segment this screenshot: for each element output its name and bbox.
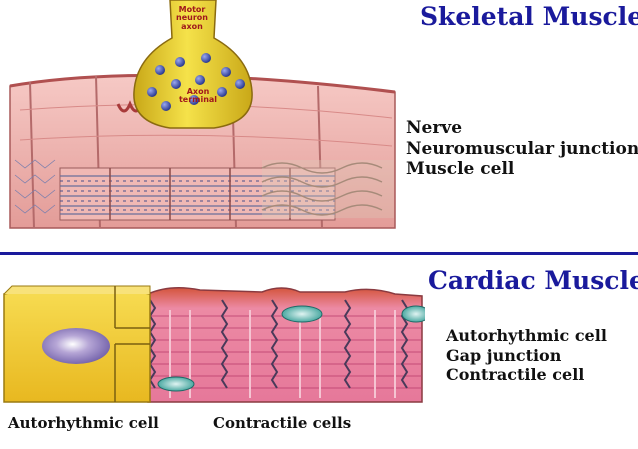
axon-terminal-label-line: Axon (186, 87, 210, 96)
caption-autorhythmic-cell: Autorhythmic cell (8, 414, 159, 432)
axon-terminal-label-line: terminal (178, 95, 218, 105)
motor-neuron-axon-label-line: neuron (176, 13, 208, 23)
axon-terminal-label: Axon terminal (176, 87, 220, 105)
contractile-cells (147, 287, 423, 403)
caption-contractile-cells: Contractile cells (213, 414, 352, 432)
motor-neuron-axon-label: Motor neuron axon (172, 5, 212, 31)
motor-neuron-axon-label-line: axon (181, 21, 203, 31)
myofibrils (14, 159, 336, 221)
gap-junctions (148, 299, 409, 389)
skeletal-legend: Nerve Neuromuscular junction Muscle cell (406, 118, 638, 180)
cardiac-muscle-illustration (3, 285, 425, 403)
legend-item-contractile-cell: Contractile cell (446, 365, 585, 385)
cell-nuclei (157, 305, 425, 392)
legend-item-gap-junction: Gap junction (446, 345, 562, 365)
cardiac-muscle-title: Cardiac Muscle (428, 266, 638, 295)
synaptic-vesicles (147, 53, 245, 111)
section-divider (0, 252, 638, 255)
skeletal-muscle-title: Skeletal Muscle (420, 2, 638, 31)
motor-neuron-axon-label-line: Motor (178, 5, 206, 14)
t-tubule-network (261, 160, 394, 218)
autorhythmic-cell (3, 285, 151, 403)
skeletal-muscle-illustration (9, 0, 396, 229)
legend-item-muscle-cell: Muscle cell (406, 159, 515, 180)
legend-item-nerve: Nerve (406, 118, 463, 138)
legend-item-neuromuscular-junction: Neuromuscular junction (406, 138, 638, 159)
legend-item-autorhythmic-cell: Autorhythmic cell (446, 326, 607, 345)
cardiac-legend: Autorhythmic cell Gap junction Contracti… (446, 326, 607, 385)
